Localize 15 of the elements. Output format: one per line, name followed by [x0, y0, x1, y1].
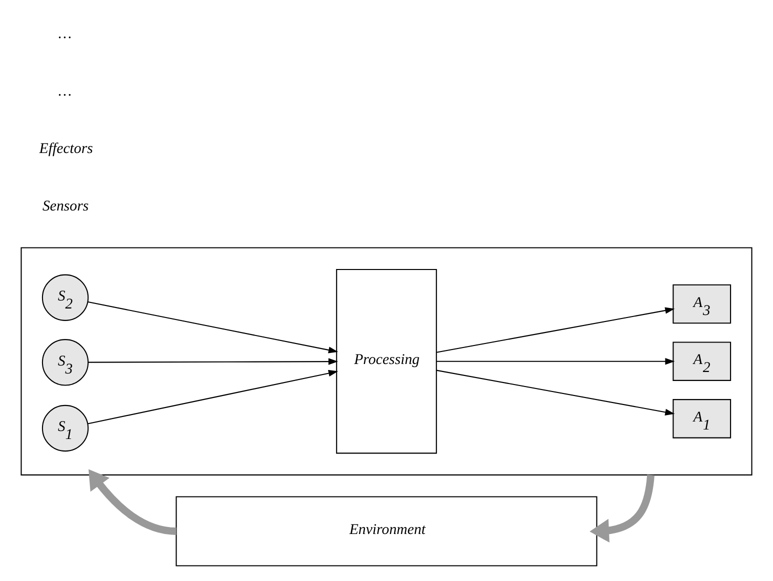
label: … [58, 83, 72, 100]
cluster [20, 246, 752, 475]
arrow [88, 369, 338, 424]
arrow [88, 468, 176, 534]
arrow [590, 474, 654, 542]
label: Sensors [42, 198, 89, 214]
arrow [88, 358, 338, 364]
node-box: Environment [176, 496, 598, 566]
arrow [436, 358, 675, 364]
node-box: Processing [336, 268, 437, 454]
label: Effectors [39, 140, 93, 156]
arrow [88, 300, 338, 353]
arrow [436, 369, 675, 415]
arrow [436, 306, 675, 352]
label: … [58, 26, 72, 42]
